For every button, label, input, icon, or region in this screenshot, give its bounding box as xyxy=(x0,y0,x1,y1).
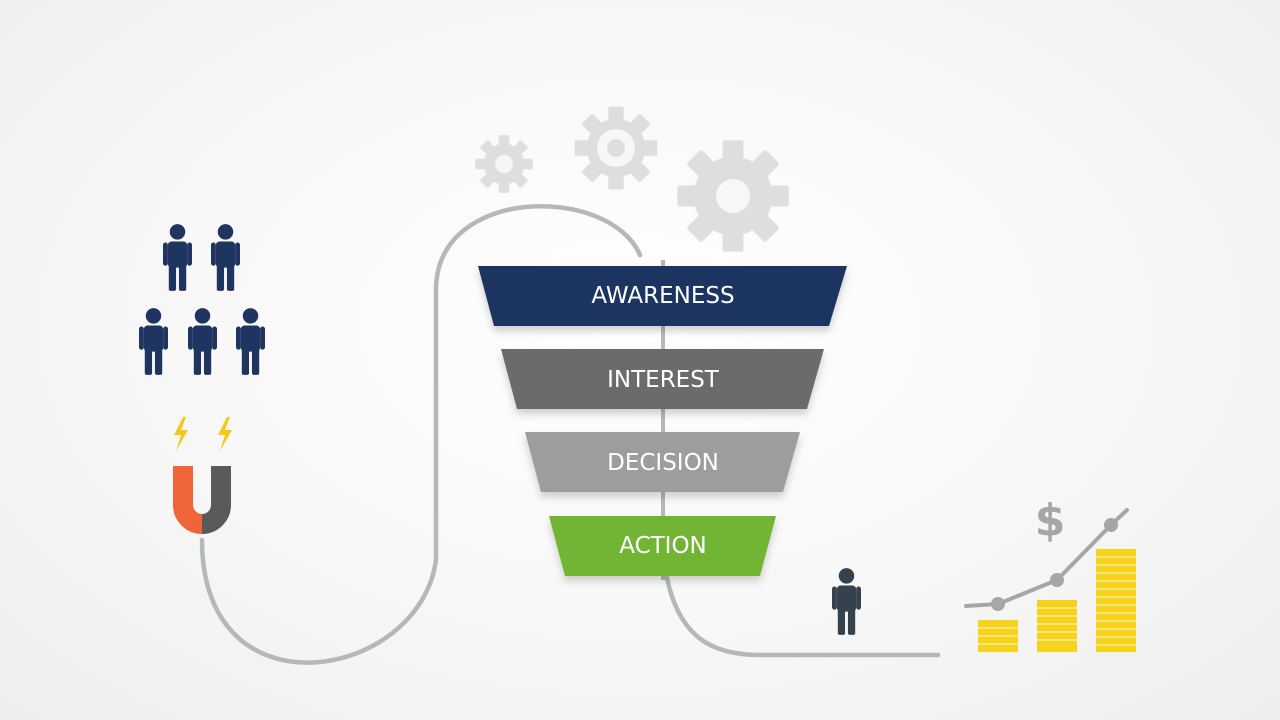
coin-lines xyxy=(978,556,1136,646)
flow-path xyxy=(199,204,643,665)
funnel-label-interest: INTEREST xyxy=(607,367,720,393)
funnel-stage-interest xyxy=(501,349,824,409)
gears-group xyxy=(475,106,789,252)
lightning-icon xyxy=(218,417,232,451)
user-icon xyxy=(832,568,861,635)
funnel-stage-decision xyxy=(525,432,800,492)
user-icon xyxy=(211,224,240,291)
user-icon xyxy=(188,308,217,375)
funnel-label-decision: DECISION xyxy=(607,450,719,476)
funnel-label-action: ACTION xyxy=(619,533,707,559)
trend-point xyxy=(1104,518,1118,532)
funnel-stage-awareness xyxy=(478,266,847,326)
user-icon xyxy=(163,224,192,291)
trend-point xyxy=(991,597,1005,611)
lightning-group xyxy=(174,417,232,451)
funnel-stage-action xyxy=(549,516,776,576)
growth-chart: $ xyxy=(964,495,1136,652)
trend-points xyxy=(991,518,1118,611)
flow-path-exit xyxy=(664,575,941,658)
funnel xyxy=(478,266,847,576)
trend-point xyxy=(1050,573,1064,587)
coin-stack-icon xyxy=(1096,549,1136,652)
gear-icon xyxy=(475,135,533,193)
user-icon xyxy=(236,308,265,375)
funnel-label-awareness: AWARENESS xyxy=(591,283,734,309)
magnet-icon xyxy=(173,466,231,534)
people-group xyxy=(139,224,265,375)
dollar-icon: $ xyxy=(1035,495,1066,546)
user-icon xyxy=(139,308,168,375)
gear-icon xyxy=(677,140,789,252)
lightning-icon xyxy=(174,417,188,451)
gear-icon xyxy=(574,106,658,190)
